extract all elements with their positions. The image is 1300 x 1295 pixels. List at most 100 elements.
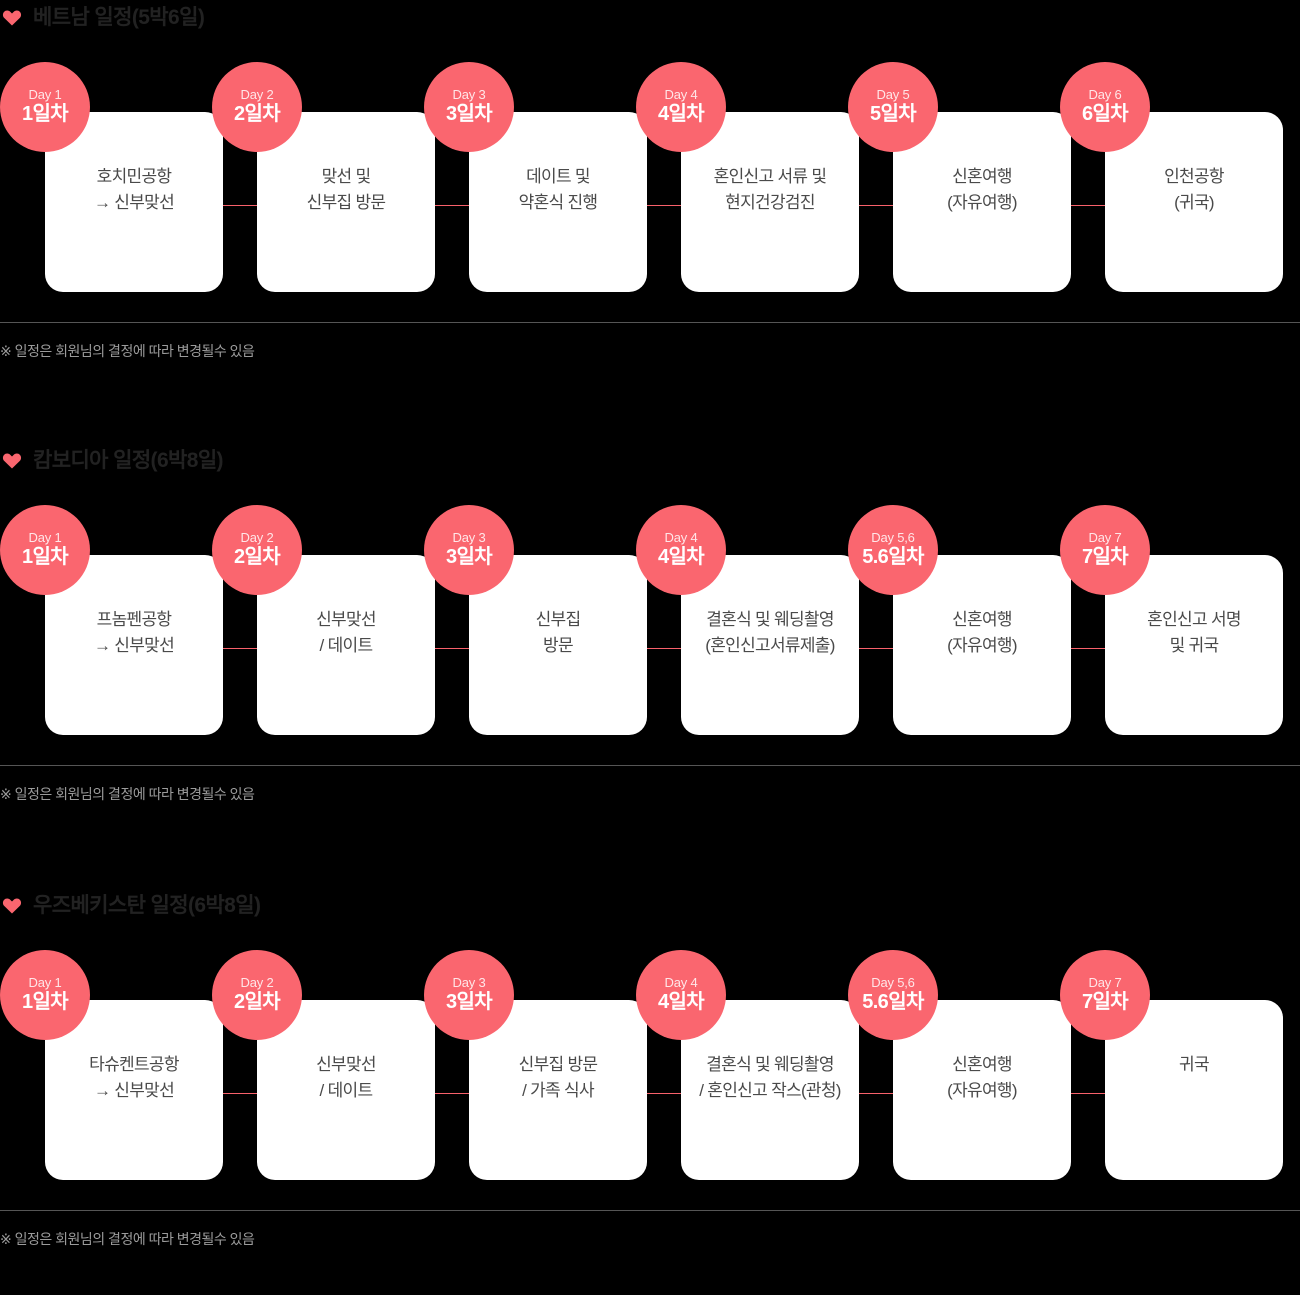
step-card[interactable]: 신혼여행 (자유여행) [893, 555, 1071, 735]
timeline-step[interactable]: 혼인신고 서명 및 귀국 Day 7 7일차 [1060, 505, 1283, 743]
timeline-step[interactable]: 신부집 방문 Day 3 3일차 [424, 505, 682, 743]
timeline-step[interactable]: 프놈펜공항 → 신부맞선 Day 1 1일차 [0, 505, 258, 743]
step-card[interactable]: 신혼여행 (자유여행) [893, 112, 1071, 292]
step-badge[interactable]: Day 2 2일차 [212, 950, 302, 1040]
step-card[interactable]: 혼인신고 서류 및 현지건강검진 [681, 112, 859, 292]
timeline-step[interactable]: 데이트 및 약혼식 진행 Day 3 3일차 [424, 62, 682, 300]
step-day: Day 1 [28, 529, 62, 545]
step-day: Day 5,6 [871, 529, 915, 545]
step-badge[interactable]: Day 3 3일차 [424, 62, 514, 152]
step-badge[interactable]: Day 2 2일차 [212, 62, 302, 152]
step-text: 결혼식 및 웨딩촬영 / 혼인신고 작스(관청) [699, 1055, 841, 1101]
timeline-step[interactable]: 신부맞선 / 데이트 Day 2 2일차 [212, 505, 470, 743]
step-connector [223, 205, 258, 206]
step-card[interactable]: 귀국 [1105, 1000, 1283, 1180]
step-badge[interactable]: Day 7 7일차 [1060, 505, 1150, 595]
step-label: 4일차 [657, 103, 705, 126]
step-badge[interactable]: Day 5,6 5.6일차 [848, 505, 938, 595]
step-badge[interactable]: Day 1 1일차 [0, 62, 90, 152]
step-badge[interactable]: Day 1 1일차 [0, 950, 90, 1040]
timeline-vietnam: 호치민공항 → 신부맞선 Day 1 1일차 맞선 및 신부집 방문 Day 2… [0, 62, 1300, 300]
step-day: Day 4 [664, 86, 698, 102]
step-badge[interactable]: Day 1 1일차 [0, 505, 90, 595]
step-card[interactable]: 인천공항 (귀국) [1105, 112, 1283, 292]
step-card[interactable]: 맞선 및 신부집 방문 [257, 112, 435, 292]
step-card[interactable]: 신부집 방문 [469, 555, 647, 735]
step-card[interactable]: 타슈켄트공항 → 신부맞선 [45, 1000, 223, 1180]
timeline-step[interactable]: 맞선 및 신부집 방문 Day 2 2일차 [212, 62, 470, 300]
step-label: 4일차 [657, 991, 705, 1014]
step-connector [647, 648, 682, 649]
step-label: 1일차 [21, 546, 69, 569]
timeline-step[interactable]: 혼인신고 서류 및 현지건강검진 Day 4 4일차 [636, 62, 894, 300]
step-badge[interactable]: Day 4 4일차 [636, 62, 726, 152]
step-connector [435, 648, 470, 649]
step-day: Day 5,6 [871, 974, 915, 990]
timeline-uzbekistan: 타슈켄트공항 → 신부맞선 Day 1 1일차 신부맞선 / 데이트 Day 2… [0, 950, 1300, 1188]
step-card[interactable]: 신혼여행 (자유여행) [893, 1000, 1071, 1180]
timeline-step[interactable]: 신혼여행 (자유여행) Day 5 5일차 [848, 62, 1106, 300]
timeline-step[interactable]: 결혼식 및 웨딩촬영 / 혼인신고 작스(관청) Day 4 4일차 [636, 950, 894, 1188]
timeline-step[interactable]: 타슈켄트공항 → 신부맞선 Day 1 1일차 [0, 950, 258, 1188]
step-card[interactable]: 신부맞선 / 데이트 [257, 1000, 435, 1180]
divider [0, 765, 1300, 766]
step-card[interactable]: 신부집 방문 / 가족 식사 [469, 1000, 647, 1180]
timeline-step[interactable]: 신부집 방문 / 가족 식사 Day 3 3일차 [424, 950, 682, 1188]
step-label: 1일차 [21, 103, 69, 126]
step-badge[interactable]: Day 3 3일차 [424, 950, 514, 1040]
step-day: Day 6 [1088, 86, 1122, 102]
step-badge[interactable]: Day 3 3일차 [424, 505, 514, 595]
step-text: 신부맞선 / 데이트 [316, 610, 376, 656]
step-badge[interactable]: Day 7 7일차 [1060, 950, 1150, 1040]
step-badge[interactable]: Day 5 5일차 [848, 62, 938, 152]
timeline-cambodia: 프놈펜공항 → 신부맞선 Day 1 1일차 신부맞선 / 데이트 Day 2 … [0, 505, 1300, 743]
step-day: Day 4 [664, 974, 698, 990]
step-text: 결혼식 및 웨딩촬영 (혼인신고서류제출) [705, 610, 835, 656]
step-day: Day 3 [452, 529, 486, 545]
step-connector [647, 1093, 682, 1094]
step-label: 4일차 [657, 546, 705, 569]
step-badge[interactable]: Day 6 6일차 [1060, 62, 1150, 152]
timeline-step[interactable]: 호치민공항 → 신부맞선 Day 1 1일차 [0, 62, 258, 300]
timeline-step[interactable]: 신혼여행 (자유여행) Day 5,6 5.6일차 [848, 950, 1106, 1188]
step-badge[interactable]: Day 4 4일차 [636, 950, 726, 1040]
step-card[interactable]: 결혼식 및 웨딩촬영 (혼인신고서류제출) [681, 555, 859, 735]
section-header: 우즈베키스탄 일정(6박8일) [0, 888, 1300, 922]
timeline-step[interactable]: 신부맞선 / 데이트 Day 2 2일차 [212, 950, 470, 1188]
step-text: 신혼여행 (자유여행) [947, 167, 1017, 213]
timeline-step[interactable]: 신혼여행 (자유여행) Day 5,6 5.6일차 [848, 505, 1106, 743]
section-header: 캄보디아 일정(6박8일) [0, 443, 1300, 477]
step-connector [859, 1093, 894, 1094]
step-label: 2일차 [233, 103, 281, 126]
step-card[interactable]: 신부맞선 / 데이트 [257, 555, 435, 735]
timeline-step[interactable]: 결혼식 및 웨딩촬영 (혼인신고서류제출) Day 4 4일차 [636, 505, 894, 743]
step-card[interactable]: 프놈펜공항 → 신부맞선 [45, 555, 223, 735]
schedule-section-vietnam: 베트남 일정(5박6일) 호치민공항 → 신부맞선 Day 1 1일차 맞선 및… [0, 0, 1300, 358]
step-day: Day 2 [240, 974, 274, 990]
step-badge[interactable]: Day 4 4일차 [636, 505, 726, 595]
note-block: ※ 일정은 회원님의 결정에 따라 변경될수 있음 [0, 765, 1300, 801]
step-card[interactable]: 데이트 및 약혼식 진행 [469, 112, 647, 292]
step-card[interactable]: 결혼식 및 웨딩촬영 / 혼인신고 작스(관청) [681, 1000, 859, 1180]
step-label: 5.6일차 [862, 546, 924, 569]
step-label: 1일차 [21, 991, 69, 1014]
step-card[interactable]: 호치민공항 → 신부맞선 [45, 112, 223, 292]
step-badge[interactable]: Day 5,6 5.6일차 [848, 950, 938, 1040]
timeline-step[interactable]: 귀국 Day 7 7일차 [1060, 950, 1283, 1188]
step-label: 7일차 [1081, 546, 1129, 569]
step-text: 인천공항 (귀국) [1164, 167, 1224, 213]
schedule-note: ※ 일정은 회원님의 결정에 따라 변경될수 있음 [0, 343, 255, 359]
step-day: Day 5 [876, 86, 910, 102]
step-connector [223, 1093, 258, 1094]
step-connector [647, 205, 682, 206]
step-text: 데이트 및 약혼식 진행 [518, 167, 598, 213]
step-text: 혼인신고 서류 및 현지건강검진 [713, 167, 827, 213]
step-card[interactable]: 혼인신고 서명 및 귀국 [1105, 555, 1283, 735]
step-text: 맞선 및 신부집 방문 [306, 167, 386, 213]
timeline-step[interactable]: 인천공항 (귀국) Day 6 6일차 [1060, 62, 1283, 300]
step-text: 신부집 방문 / 가족 식사 [518, 1055, 598, 1101]
step-badge[interactable]: Day 2 2일차 [212, 505, 302, 595]
step-day: Day 1 [28, 86, 62, 102]
step-label: 3일차 [445, 103, 493, 126]
step-text: 신혼여행 (자유여행) [947, 1055, 1017, 1101]
